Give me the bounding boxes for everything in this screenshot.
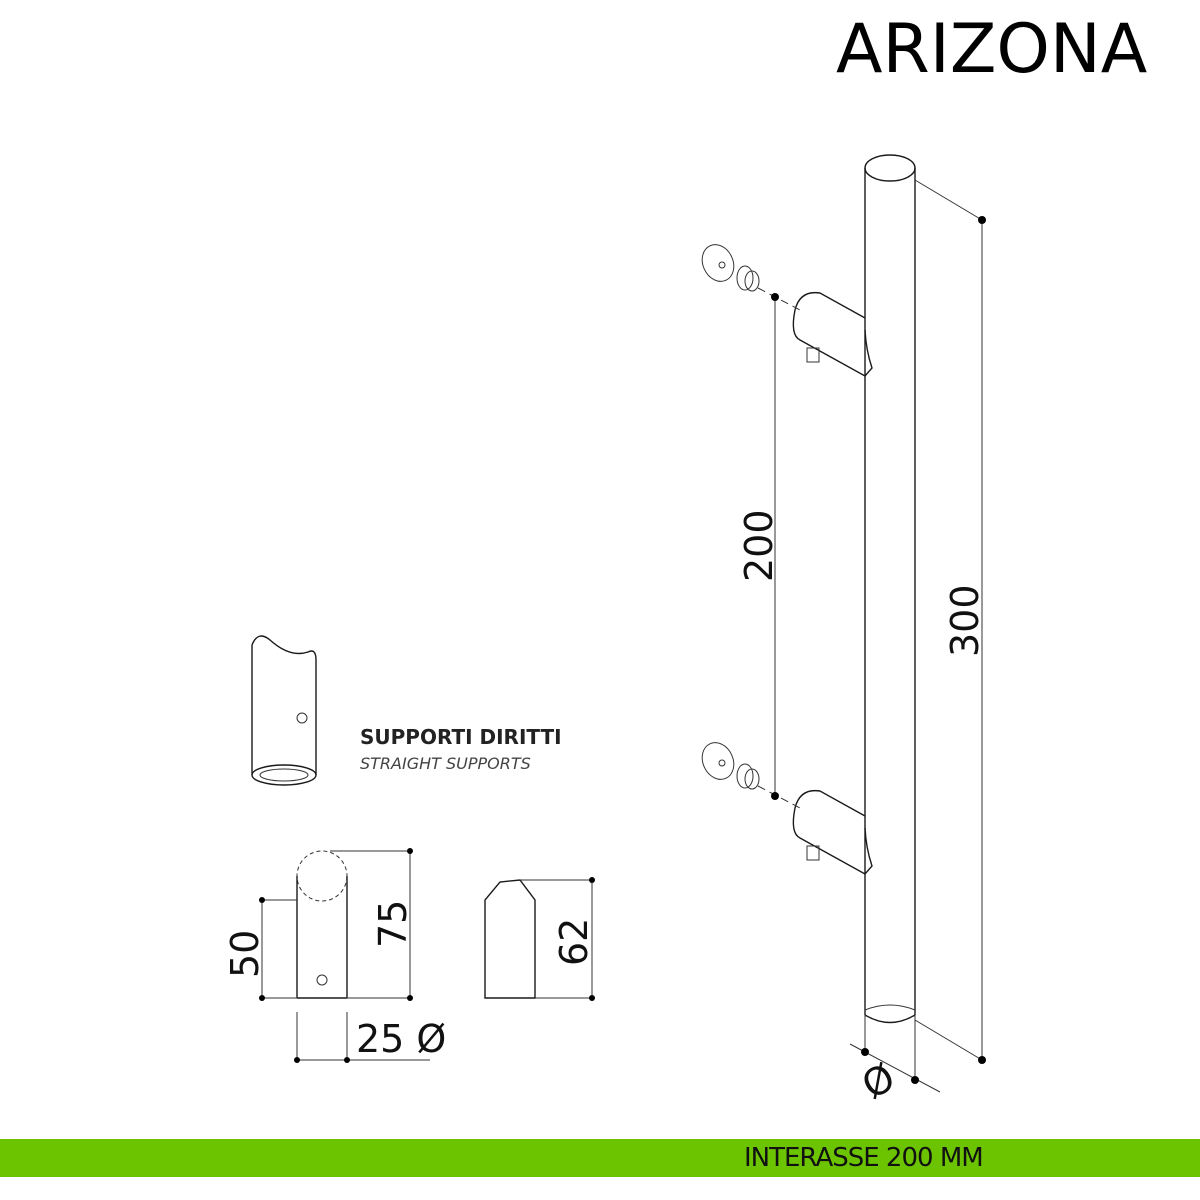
footer-band: INTERASSE 200 MM <box>0 1139 1200 1177</box>
support-side-view: 62 <box>484 877 596 1001</box>
supports-title: SUPPORTI DIRITTI <box>360 725 562 749</box>
upper-support <box>701 244 873 377</box>
svg-text:200: 200 <box>737 509 781 582</box>
support-front-view: 50 75 25 Ø <box>223 848 446 1063</box>
diameter-dimension: Ø <box>849 1015 941 1108</box>
length-dimension: 300 <box>914 179 987 1064</box>
svg-text:50: 50 <box>223 930 267 978</box>
svg-text:300: 300 <box>943 584 987 657</box>
interaxis-dimension: 200 <box>737 293 781 800</box>
lower-support <box>701 742 873 875</box>
product-title: ARIZONA <box>836 10 1147 89</box>
footer-label: INTERASSE 200 MM <box>744 1143 984 1173</box>
supports-subtitle: STRAIGHT SUPPORTS <box>360 754 531 773</box>
svg-text:75: 75 <box>371 900 415 948</box>
svg-text:62: 62 <box>552 918 596 966</box>
svg-text:Ø: Ø <box>855 1055 903 1108</box>
handle-bar <box>864 154 916 1024</box>
straight-support-illustration <box>251 635 317 786</box>
svg-text:25 Ø: 25 Ø <box>356 1017 446 1061</box>
